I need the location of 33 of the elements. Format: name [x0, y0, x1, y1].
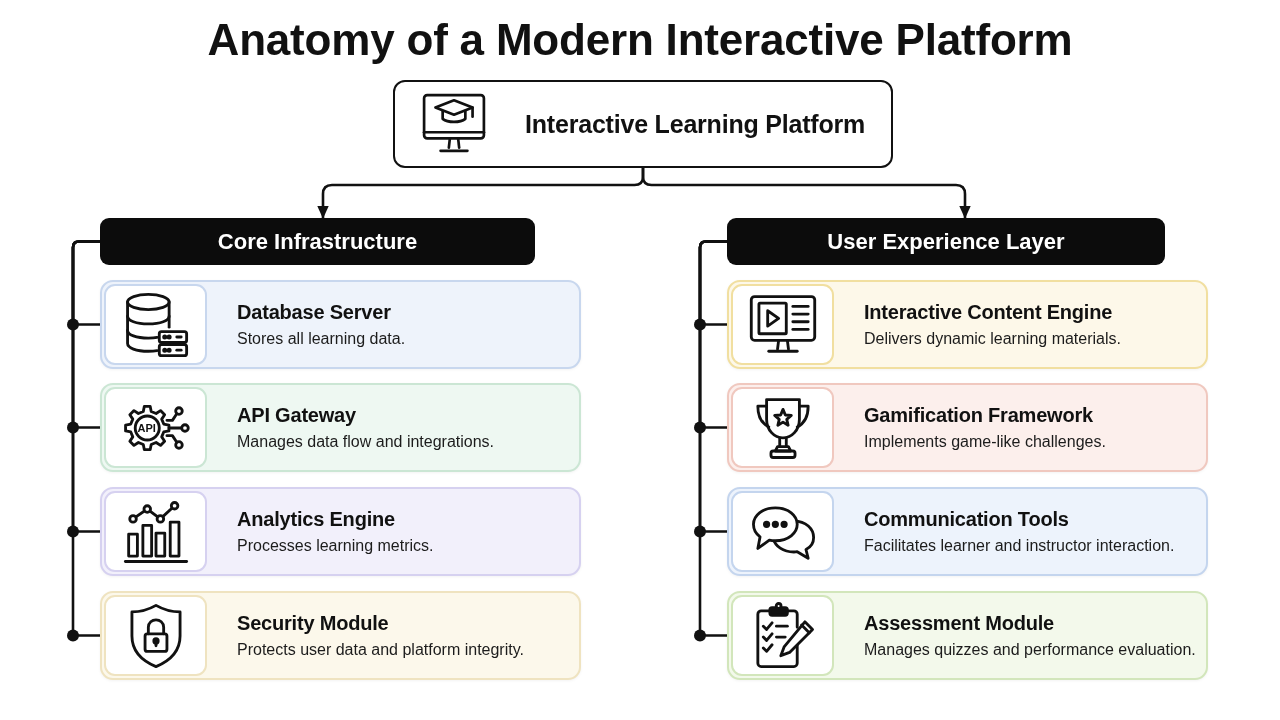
platform-box	[393, 80, 893, 168]
component-card	[100, 280, 581, 369]
card-title: Communication Tools	[864, 507, 1070, 531]
component-card	[727, 383, 1208, 472]
section-header-bar	[727, 218, 1165, 265]
card-title: Security Module	[237, 611, 390, 635]
card-title: Interactive Content Engine	[864, 300, 1114, 324]
component-card	[100, 487, 581, 576]
component-card	[100, 591, 581, 680]
section-title: User Experience Layer	[827, 228, 1065, 255]
card-description: Stores all learning data.	[237, 329, 406, 349]
card-title: API Gateway	[237, 403, 357, 427]
platform-title: Interactive Learning Platform	[525, 109, 866, 139]
gear-center-label: API	[137, 421, 156, 434]
component-card	[727, 487, 1208, 576]
card-description: Manages data flow and integrations.	[237, 432, 495, 452]
card-title: Database Server	[237, 300, 392, 324]
component-card	[727, 591, 1208, 680]
card-title: Analytics Engine	[237, 507, 396, 531]
component-card	[727, 280, 1208, 369]
card-description: Manages quizzes and performance evaluation.	[864, 640, 1196, 660]
card-title: Gamification Framework	[864, 403, 1094, 427]
arrow	[641, 168, 971, 219]
section-header-bar	[100, 218, 535, 265]
card-description: Implements game-like challenges.	[864, 432, 1106, 452]
card-description: Facilitates learner and instructor interaction.	[864, 536, 1175, 556]
card-description: Protects user data and platform integrity.	[237, 640, 524, 660]
section-title: Core Infrastructure	[217, 228, 418, 255]
card-description: Delivers dynamic learning materials.	[864, 329, 1121, 349]
diagram-title: Anatomy of a Modern Interactive Platform	[207, 14, 1073, 66]
card-title: Assessment Module	[864, 611, 1055, 635]
component-card	[100, 383, 581, 472]
card-description: Processes learning metrics.	[237, 536, 434, 556]
